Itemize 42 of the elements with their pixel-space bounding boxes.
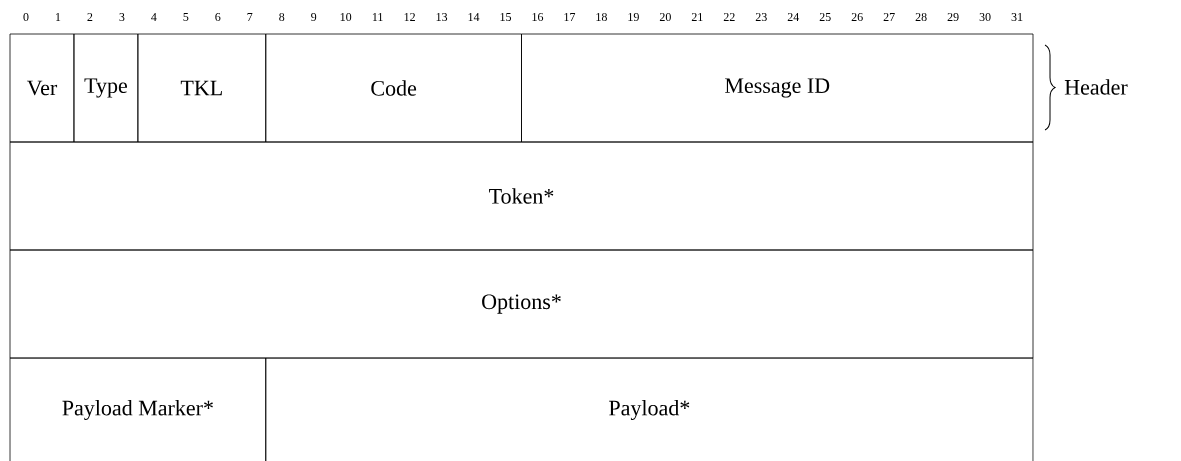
bit-number: 3 — [119, 12, 125, 22]
bit-number: 18 — [596, 12, 607, 22]
field-box: Options* — [9, 249, 1034, 359]
bit-number: 12 — [404, 13, 415, 21]
bit-number: 10 — [340, 12, 352, 22]
field-box: Payload* — [265, 357, 1034, 461]
field-box: Message ID — [521, 33, 1034, 143]
bit-number: 20 — [659, 12, 671, 22]
bit-number: 16 — [532, 12, 544, 22]
bit-number: 26 — [851, 12, 863, 22]
bit-number: 11 — [372, 13, 383, 21]
field-box: TKL — [137, 33, 267, 143]
bit-number: 2 — [87, 13, 93, 21]
bit-number: 28 — [915, 12, 927, 22]
bit-number: 15 — [500, 13, 512, 21]
field-box: Type — [73, 33, 139, 143]
bit-number: 25 — [819, 12, 831, 22]
bit-number: 17 — [564, 13, 576, 21]
field-box: Token* — [9, 141, 1034, 251]
bit-number: 8 — [279, 12, 285, 22]
field-box: Ver — [9, 33, 75, 143]
bit-number: 0 — [23, 12, 29, 22]
bit-number: 9 — [311, 12, 317, 22]
header-label: Header — [1064, 79, 1128, 95]
bit-number: 21 — [691, 13, 703, 21]
bit-number: 7 — [247, 13, 253, 21]
bit-number: 31 — [1011, 12, 1023, 22]
bit-number: 24 — [787, 13, 800, 21]
field-box: Code — [265, 33, 522, 143]
bit-number: 19 — [628, 12, 639, 22]
bit-number: 6 — [215, 12, 221, 22]
bit-number: 22 — [723, 13, 735, 21]
bit-number: 29 — [947, 12, 959, 22]
bit-number: 27 — [883, 13, 895, 21]
bit-number: 4 — [151, 13, 157, 21]
bit-number: 30 — [979, 12, 991, 22]
bit-number: 13 — [436, 12, 448, 22]
bit-number: 23 — [755, 12, 767, 22]
bit-number: 1 — [56, 13, 61, 21]
bit-number: 5 — [183, 13, 189, 21]
field-box: Payload Marker* — [9, 357, 267, 461]
bit-number: 14 — [468, 13, 480, 21]
